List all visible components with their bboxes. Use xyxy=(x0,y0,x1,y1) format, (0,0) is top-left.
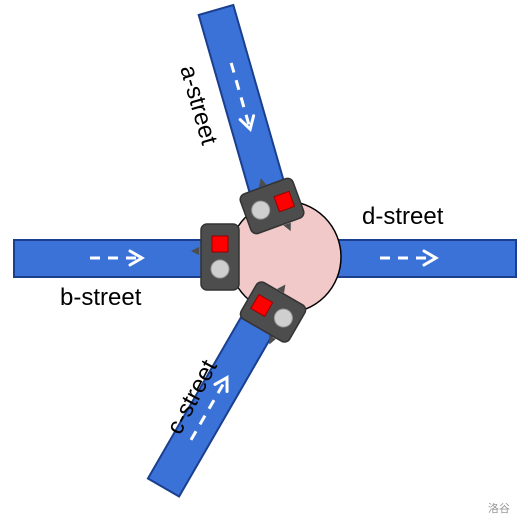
traffic-light-c xyxy=(239,281,307,345)
street-d xyxy=(329,239,517,278)
signal-lamp-off xyxy=(210,259,230,279)
traffic-light-a xyxy=(239,177,305,235)
signal-lamp-off xyxy=(273,308,293,328)
signal-lamp-red xyxy=(273,190,296,213)
traffic-light-b xyxy=(191,223,240,291)
street-b xyxy=(13,239,235,278)
signal-lamp-off xyxy=(251,200,271,220)
signal-lamp-red xyxy=(250,293,274,318)
street-d-label: d-street xyxy=(362,203,444,230)
street-b-label: b-street xyxy=(60,284,142,311)
signal-lamp-red xyxy=(211,235,229,253)
watermark: 洛谷 xyxy=(488,501,510,515)
